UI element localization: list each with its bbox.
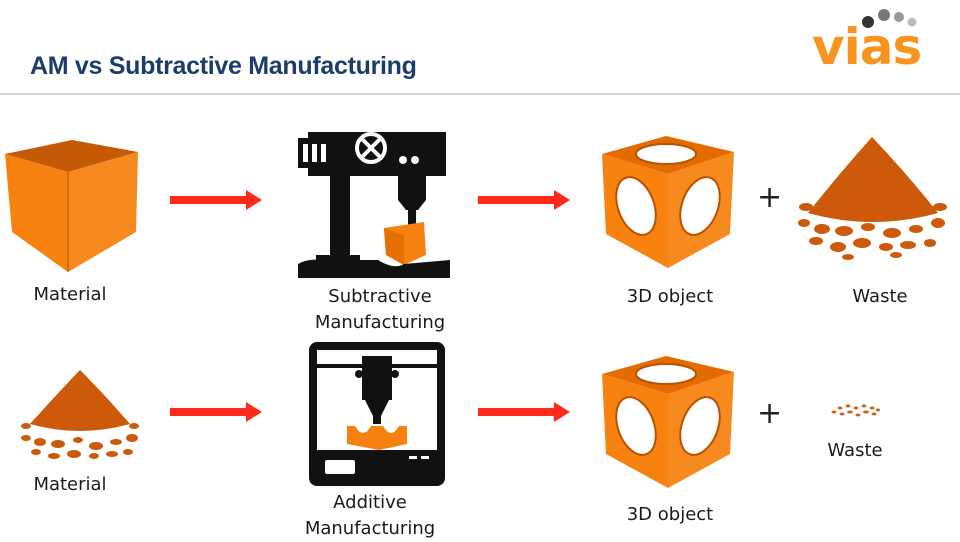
powder-pile-icon [21, 370, 139, 459]
plus-operator-row2: + [757, 396, 783, 431]
process-label-row1-line1: Subtractive [328, 286, 432, 307]
logo-text: vias [812, 18, 922, 76]
header-divider [0, 93, 960, 95]
material-label-row1: Material [33, 284, 107, 305]
vias-logo: vias [812, 6, 952, 78]
right-arrow-icon [170, 402, 262, 422]
lattice-cube-icon [602, 356, 734, 488]
3d-printer-icon [309, 342, 445, 486]
right-arrow-icon [478, 190, 570, 210]
process-label-row2: Additive Manufacturing [290, 490, 450, 542]
material-label-row2: Material [33, 474, 107, 495]
process-label-row2-line1: Additive [333, 492, 407, 513]
process-label-row1: Subtractive Manufacturing [300, 284, 460, 336]
lattice-cube-icon [602, 136, 734, 268]
output-label-row1: 3D object [626, 286, 714, 307]
page-title: AM vs Subtractive Manufacturing [30, 52, 417, 80]
right-arrow-icon [170, 190, 262, 210]
output-label-row2: 3D object [626, 504, 714, 525]
waste-label-row2: Waste [827, 440, 883, 461]
powder-pile-icon [798, 137, 947, 260]
logo-dots-icon [862, 9, 917, 28]
process-label-row1-line2: Manufacturing [314, 312, 446, 333]
process-label-row2-line2: Manufacturing [304, 518, 436, 539]
powder-scatter-icon [831, 404, 880, 417]
solid-cube-icon [5, 140, 138, 272]
waste-label-row1: Waste [852, 286, 908, 307]
plus-operator-row1: + [757, 180, 783, 215]
right-arrow-icon [478, 402, 570, 422]
milling-machine-icon [298, 132, 450, 278]
